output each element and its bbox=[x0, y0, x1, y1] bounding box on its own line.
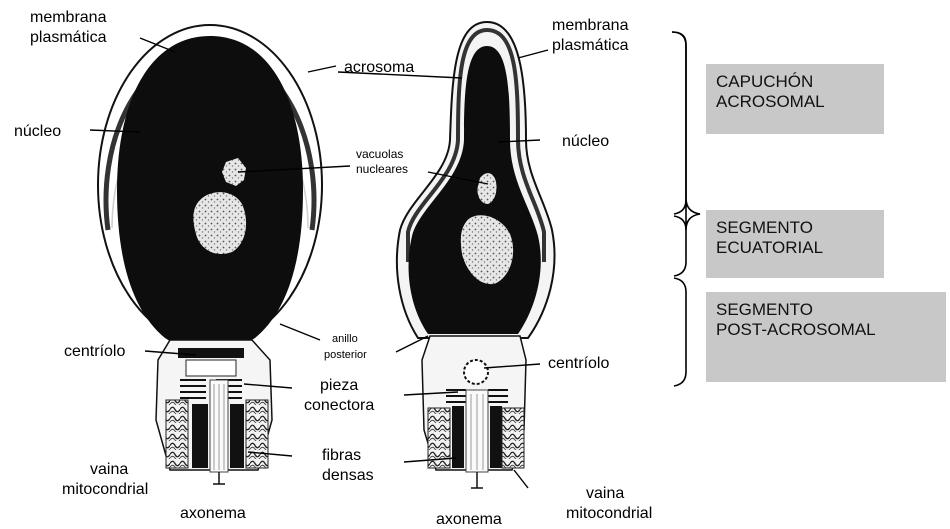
left-centriole-plate bbox=[178, 348, 244, 358]
region-ecuatorial-line2: ECUATORIAL bbox=[716, 238, 874, 258]
label-nucleo-left: núcleo bbox=[14, 124, 61, 141]
label-nucleares: nucleares bbox=[356, 163, 408, 176]
left-mito-sheath-r bbox=[246, 400, 268, 468]
label-centriolo-right: centríolo bbox=[548, 356, 609, 373]
region-segmento-ecuatorial: SEGMENTO ECUATORIAL bbox=[706, 210, 884, 278]
label-axonema-left: axonema bbox=[180, 506, 246, 523]
label-vacuolas: vacuolas bbox=[356, 148, 403, 161]
label-plasmatica-left: plasmática bbox=[30, 30, 106, 47]
label-pieza: pieza bbox=[320, 378, 358, 395]
label-posterior: posterior bbox=[324, 350, 367, 362]
label-densas: densas bbox=[322, 468, 374, 485]
right-mito-sheath-r bbox=[502, 408, 524, 468]
left-mito-sheath-l bbox=[166, 400, 188, 468]
left-dense-fiber-l bbox=[192, 404, 208, 468]
label-acrosoma: acrosoma bbox=[344, 60, 414, 77]
region-ecuatorial-line1: SEGMENTO bbox=[716, 218, 874, 238]
label-mitocondrial-right: mitocondrial bbox=[566, 506, 652, 523]
label-axonema-right: axonema bbox=[436, 512, 502, 529]
label-anillo: anillo bbox=[332, 334, 358, 346]
left-dense-fiber-r bbox=[230, 404, 244, 468]
right-dense-fiber-r bbox=[490, 406, 502, 468]
label-centriolo-left: centríolo bbox=[64, 344, 125, 361]
left-sperm-head bbox=[98, 25, 322, 484]
region-segmento-post-acrosomal: SEGMENTO POST-ACROSOMAL bbox=[706, 292, 946, 382]
label-conectora: conectora bbox=[304, 398, 374, 415]
label-plasmatica-right: plasmática bbox=[552, 38, 628, 55]
region-post-line2: POST-ACROSOMAL bbox=[716, 320, 936, 340]
label-nucleo-right: núcleo bbox=[562, 134, 609, 151]
label-vaina-right: vaina bbox=[586, 486, 624, 503]
brace-post bbox=[674, 278, 686, 386]
label-mitocondrial-left: mitocondrial bbox=[62, 482, 148, 499]
region-capuchon-line1: CAPUCHÓN bbox=[716, 72, 874, 92]
brace-capuchon-main bbox=[672, 32, 686, 214]
brace-ecuatorial bbox=[674, 216, 686, 276]
region-braces bbox=[672, 32, 700, 386]
label-fibras: fibras bbox=[322, 448, 361, 465]
region-capuchon-acrosomal: CAPUCHÓN ACROSOMAL bbox=[706, 64, 884, 134]
right-centriole bbox=[464, 360, 488, 384]
region-capuchon-line2: ACROSOMAL bbox=[716, 92, 874, 112]
label-vaina-left: vaina bbox=[90, 462, 128, 479]
right-sperm-head bbox=[397, 22, 555, 488]
region-post-line1: SEGMENTO bbox=[716, 300, 936, 320]
label-membrana-left: membrana bbox=[30, 10, 106, 27]
label-membrana-right: membrana bbox=[552, 18, 628, 35]
